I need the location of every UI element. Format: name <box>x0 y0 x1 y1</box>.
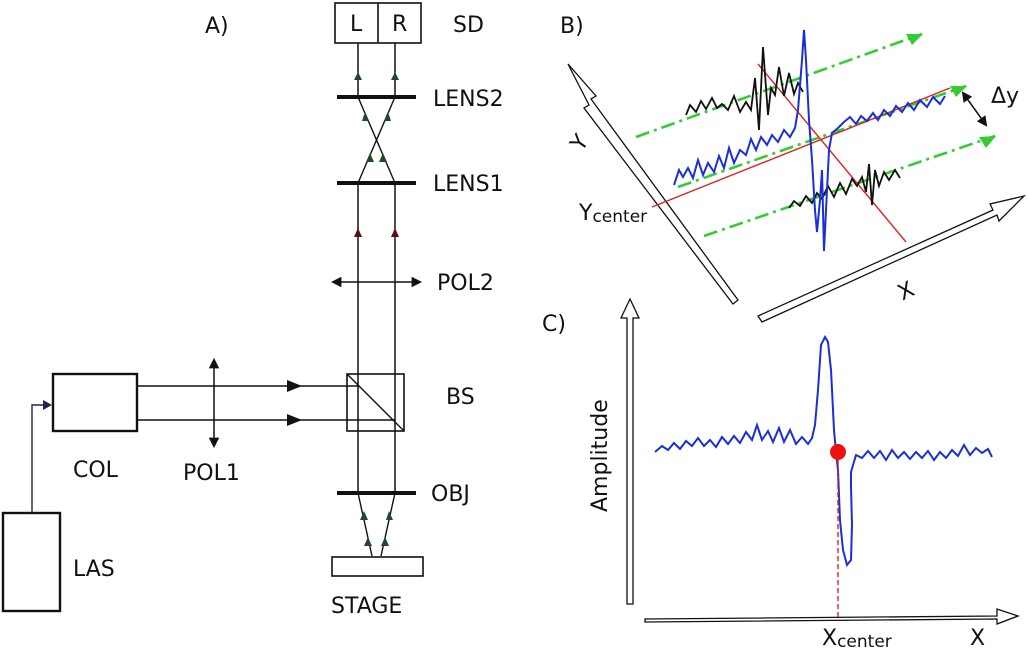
y-center-line <box>651 87 951 208</box>
arrowhead-green <box>360 511 368 520</box>
amplitude-axis-label: Amplitude <box>588 399 613 512</box>
arrowhead-green <box>391 72 399 80</box>
x-center-sub: center <box>837 632 892 651</box>
delta-y-arrow <box>961 91 988 127</box>
delta-y-label: Δy <box>991 84 1019 109</box>
signal-trace-top <box>685 46 804 131</box>
panel-a-label: A) <box>205 14 229 39</box>
y-center-main: Y <box>578 201 593 226</box>
x-center-line <box>757 63 907 243</box>
scan-arrowhead <box>950 86 967 97</box>
y-center-sub: center <box>592 207 647 227</box>
arrowhead-green <box>362 112 369 121</box>
detector-left-label: L <box>350 12 363 37</box>
scan-arrowhead <box>906 34 923 45</box>
arrowhead-green <box>384 112 391 121</box>
amplitude-curve <box>654 334 993 568</box>
arrowhead-laser <box>43 400 52 410</box>
scan-arrowhead <box>979 136 996 148</box>
collimator-box <box>51 372 139 433</box>
beam-focus-left <box>357 492 373 557</box>
arrowhead-green <box>366 153 374 162</box>
scan-line-bottom <box>703 134 996 238</box>
scan-line-top <box>635 32 923 139</box>
las-label: LAS <box>73 557 115 582</box>
arrowhead-green <box>354 72 362 80</box>
amplitude-axis-arrow <box>619 297 641 605</box>
arrowhead-green <box>379 153 387 162</box>
panel-c-x-axis-label: X <box>970 626 985 651</box>
split-detector: L R <box>334 2 422 44</box>
bs-label: BS <box>446 385 475 410</box>
x-axis-glyph: X <box>894 277 919 306</box>
y-center-label: Ycenter <box>578 201 647 227</box>
arrowhead-black <box>287 380 302 392</box>
beam-cross-b <box>357 96 396 184</box>
lens1-label: LENS1 <box>433 172 504 197</box>
beam-splitter <box>346 373 405 432</box>
pol2-label: POL2 <box>437 271 494 296</box>
beam-focus-right <box>380 492 396 557</box>
y-axis-glyph: Y <box>566 130 595 157</box>
signal-trace-blue <box>673 29 946 252</box>
lens2-label: LENS2 <box>433 87 504 112</box>
col-label: COL <box>73 458 119 483</box>
arrowhead-black <box>287 414 302 426</box>
x-center-label: Xcenter <box>822 626 892 651</box>
arrowhead-green <box>381 537 389 546</box>
laser-box <box>1 511 62 613</box>
center-point <box>830 444 846 460</box>
panel-c-label: C) <box>542 312 566 337</box>
arrowhead-red <box>354 228 362 237</box>
sd-label: SD <box>453 13 484 38</box>
panel-c-x-axis-arrow <box>644 608 1020 625</box>
panel-b-label: B) <box>560 14 584 39</box>
arrowhead-red <box>391 228 399 237</box>
pol1-label: POL1 <box>183 461 240 486</box>
arrowhead-green <box>364 537 372 546</box>
beam-splitter-diagonal <box>346 373 405 432</box>
y-axis-arrow <box>567 63 739 305</box>
arrowhead-green <box>386 511 393 520</box>
sample-stage <box>331 556 424 577</box>
x-axis-arrow <box>757 194 1027 323</box>
signal-trace-bottom <box>788 163 901 209</box>
obj-label: OBJ <box>431 482 470 507</box>
stage-label: STAGE <box>331 594 402 619</box>
detector-right-label: R <box>392 12 407 37</box>
x-center-main: X <box>822 626 837 651</box>
beam-splitter-cube <box>346 373 405 432</box>
laser-fiber <box>31 404 45 513</box>
